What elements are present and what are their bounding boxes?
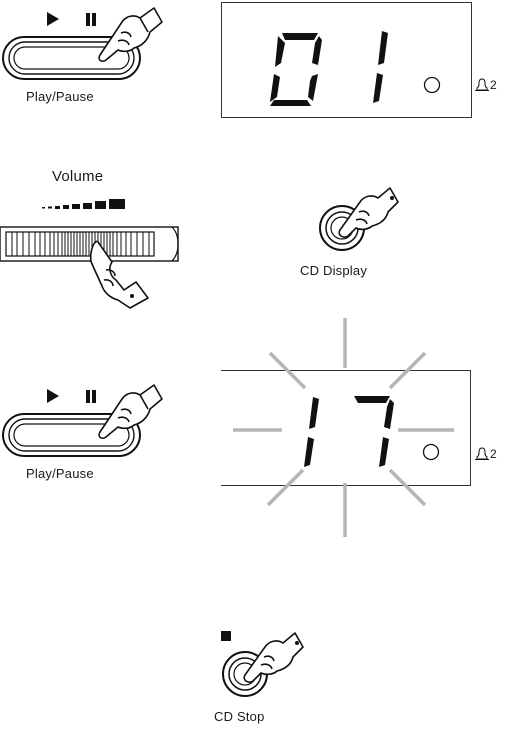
disc-indicator-icon (425, 78, 440, 93)
bell-icon (474, 446, 490, 462)
alarm-indicator-top: 2 (474, 77, 507, 95)
lcd-digits-top (222, 3, 471, 117)
play-pause-label: Play/Pause (26, 466, 94, 481)
lcd-digit-0 (270, 33, 322, 106)
lcd-bottom-overlay (200, 315, 500, 555)
volume-thumbwheel[interactable] (0, 227, 178, 261)
play-icon (47, 12, 59, 26)
play-pause-panel-bottom: Play/Pause (0, 375, 150, 485)
pause-icon (86, 13, 96, 26)
bell-icon (474, 77, 490, 93)
volume-level-icon (42, 199, 125, 209)
alarm-number-bottom: 2 (490, 447, 497, 461)
cd-display-label: CD Display (300, 263, 367, 278)
volume-label: Volume (52, 168, 103, 185)
pause-icon (86, 390, 96, 403)
lcd-digit-1 (373, 31, 388, 103)
play-icon (47, 389, 59, 403)
disc-indicator-icon (424, 445, 439, 460)
play-pause-label: Play/Pause (26, 89, 94, 104)
lcd-digit-7 (354, 396, 394, 467)
alarm-number-top: 2 (490, 78, 497, 92)
cd-stop-panel: CD Stop (205, 615, 325, 725)
lcd-digit-1 (304, 397, 319, 467)
stop-icon (221, 631, 231, 641)
alarm-indicator-bottom: 2 (474, 446, 507, 464)
cd-stop-label: CD Stop (214, 709, 265, 724)
cd-display-panel: CD Display (290, 172, 420, 284)
play-pause-panel-top: Play/Pause (0, 0, 150, 110)
flash-rays-icon (233, 318, 454, 537)
volume-panel: Volume (0, 160, 190, 310)
lcd-display-top (221, 2, 472, 118)
